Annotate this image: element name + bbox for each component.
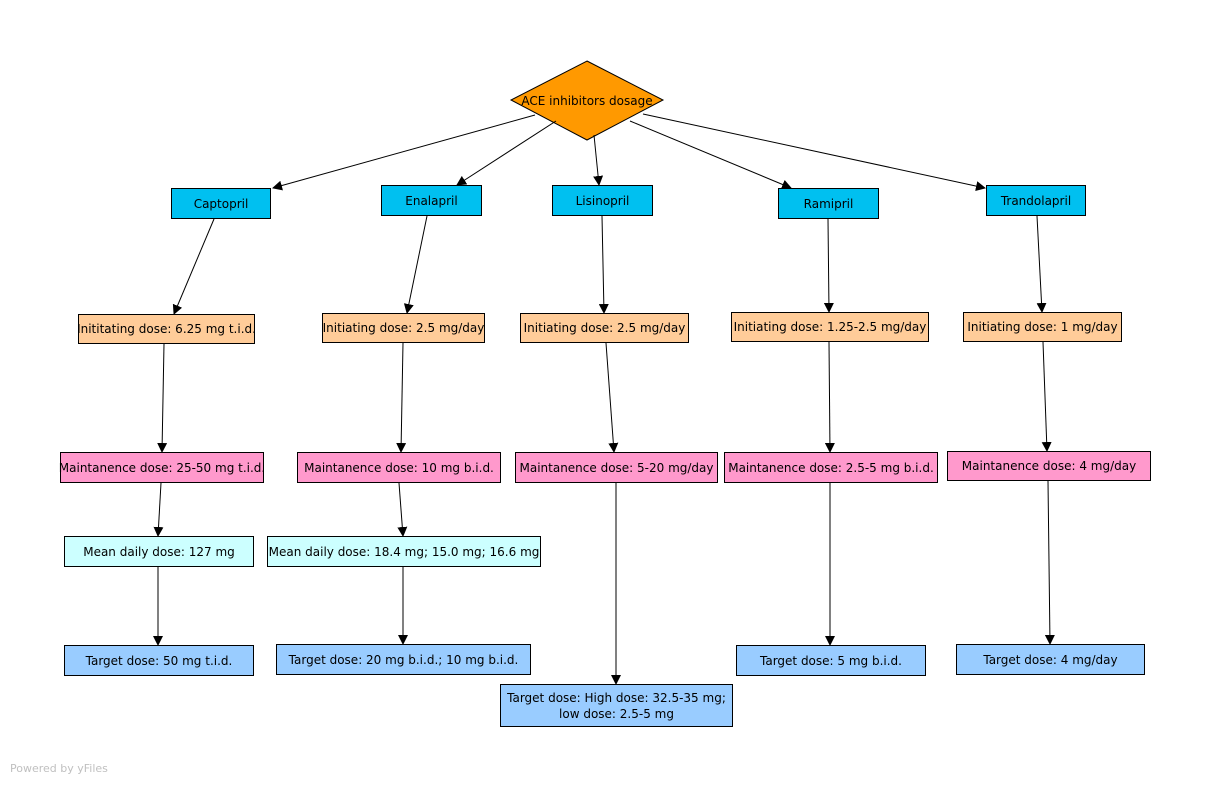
- edge-captopril-maint: [157, 343, 168, 453]
- edge-root-enalapril: [456, 120, 557, 186]
- edge-enalapril-maint: [396, 342, 407, 453]
- lisinopril-target-line1: Target dose: High dose: 32.5-35 mg;: [507, 690, 726, 705]
- node-lisinopril-initiating: Initiating dose: 2.5 mg/day: [520, 313, 689, 343]
- edge-enalapril-mean: [397, 482, 408, 537]
- node-captopril-target: Target dose: 50 mg t.i.d.: [64, 645, 254, 676]
- edge-trandolapril-init: [1036, 215, 1047, 313]
- node-captopril-maintenance: Maintanence dose: 25-50 mg t.i.d.: [59, 452, 265, 483]
- edge-trandolapril-maint: [1041, 341, 1052, 452]
- node-lisinopril-target: Target dose: High dose: 32.5-35 mg; low …: [500, 684, 733, 727]
- edge-ramipril-maint: [824, 341, 835, 453]
- node-trandolapril: Trandolapril: [986, 185, 1086, 216]
- node-lisinopril: Lisinopril: [552, 185, 653, 216]
- node-ramipril: Ramipril: [778, 188, 879, 219]
- root-diamond: [509, 60, 665, 141]
- node-lisinopril-maintenance: Maintanence dose: 5-20 mg/day: [515, 452, 718, 483]
- edge-trandolapril-target: [1044, 480, 1055, 645]
- node-ramipril-target: Target dose: 5 mg b.i.d.: [736, 645, 926, 676]
- edge-lisinopril-maint: [605, 342, 619, 453]
- node-captopril: Captopril: [171, 188, 271, 219]
- node-trandolapril-initiating: Initiating dose: 1 mg/day: [963, 312, 1122, 342]
- root-label: ACE inhibitors dosage: [521, 94, 653, 108]
- edge-ramipril-init: [823, 218, 834, 313]
- powered-by-footer: Powered by yFiles: [10, 762, 108, 775]
- edge-root-lisinopril: [593, 134, 604, 186]
- node-trandolapril-maintenance: Maintanence dose: 4 mg/day: [947, 451, 1151, 481]
- node-enalapril: Enalapril: [381, 185, 482, 216]
- edge-enalapril-init: [403, 215, 428, 314]
- edge-root-ramipril: [629, 120, 792, 190]
- node-enalapril-mean: Mean daily dose: 18.4 mg; 15.0 mg; 16.6 …: [267, 536, 541, 567]
- lisinopril-target-line2: low dose: 2.5-5 mg: [559, 706, 674, 721]
- node-enalapril-initiating: Initiating dose: 2.5 mg/day: [322, 313, 485, 343]
- node-captopril-initiating: Inititating dose: 6.25 mg t.i.d.: [77, 314, 256, 344]
- edge-root-trandolapril: [642, 113, 986, 191]
- edge-captopril-mean: [153, 482, 164, 537]
- node-enalapril-target: Target dose: 20 mg b.i.d.; 10 mg b.i.d.: [276, 644, 531, 675]
- edge-captopril-init: [172, 218, 215, 315]
- node-enalapril-maintenance: Maintanence dose: 10 mg b.i.d.: [297, 452, 501, 483]
- node-captopril-mean: Mean daily dose: 127 mg: [64, 536, 254, 567]
- node-trandolapril-target: Target dose: 4 mg/day: [956, 644, 1145, 675]
- edge-root-captopril: [272, 114, 536, 191]
- node-ramipril-maintenance: Maintanence dose: 2.5-5 mg b.i.d.: [724, 452, 938, 483]
- node-ramipril-initiating: Initiating dose: 1.25-2.5 mg/day: [731, 312, 929, 342]
- edge-lisinopril-init: [598, 215, 609, 314]
